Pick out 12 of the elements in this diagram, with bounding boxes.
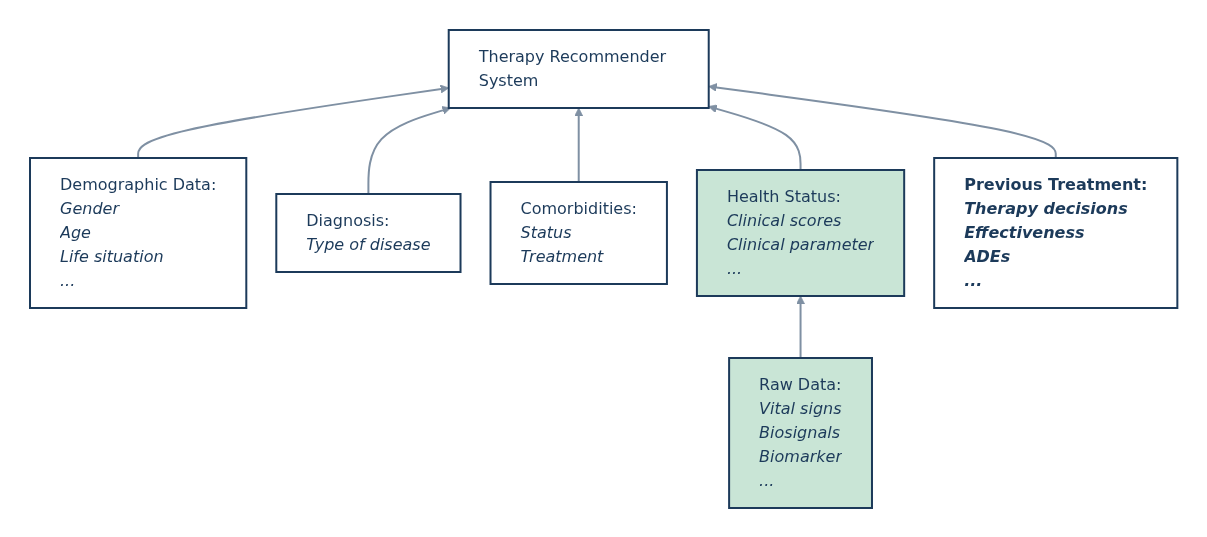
node-box: Diagnosis: Type of disease — [275, 192, 462, 273]
arrow — [574, 107, 583, 183]
node-box: Demographic Data: Gender Age Life situation ... — [28, 156, 248, 309]
arrow — [367, 105, 451, 195]
arrow — [708, 82, 1057, 159]
arrow — [137, 84, 449, 159]
node-box: Raw Data: Vital signs Biosignals Biomarker ... — [727, 356, 873, 509]
arrow — [796, 295, 805, 359]
node-box: Therapy Recommender System — [447, 28, 710, 109]
arrow — [708, 104, 802, 171]
node-box: Health Status: Clinical scores Clinical parameter ... — [695, 168, 905, 297]
node-box: Comorbidities: Status Treatment — [489, 180, 668, 285]
